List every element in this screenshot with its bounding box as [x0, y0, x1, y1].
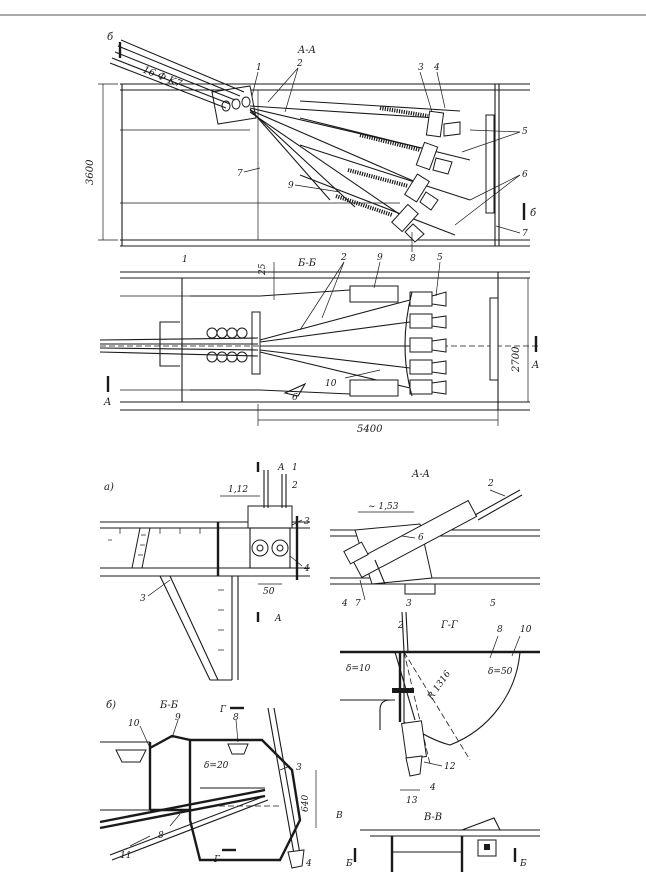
fig-vv-title: В-В [423, 812, 442, 823]
fig-a-section-mark-bottom: A [274, 614, 282, 624]
fig-b-delta: δ=20 [204, 761, 229, 771]
dim-height: 3600 [85, 159, 96, 185]
fig-b-section-mark-v: В [335, 811, 343, 821]
plan-section-mark-left: A [103, 397, 111, 408]
fig-b-section-mark-g-top: Г [219, 705, 227, 715]
callout-5: 5 [522, 127, 528, 137]
callout-8: 8 [410, 254, 416, 264]
fig-a-section-callout-4: 4 [341, 599, 348, 609]
elevation-title: A-A [297, 45, 316, 56]
fig-gg-callout-8: 8 [497, 625, 503, 635]
plan-title: Б-Б [297, 258, 317, 269]
fig-a-callout-2: 2 [291, 481, 298, 491]
fig-vv-mark-right: Б [519, 859, 527, 869]
jack-units [391, 110, 461, 243]
plan-view [99, 261, 540, 426]
fig-b-dim: 640 [301, 795, 311, 812]
fig-a-view [100, 462, 310, 681]
fig-a-callout-1: 1 [292, 463, 298, 473]
fig-b-callout-8: 8 [233, 713, 239, 723]
callout-1: 1 [256, 63, 262, 73]
fig-a-callout-4: 4 [303, 564, 310, 574]
fig-gg-delta-left: δ=10 [346, 664, 371, 674]
fig-a-dim-bottom: 50 [263, 587, 275, 597]
fig-gg-callout-4: 4 [429, 783, 436, 793]
anchor-head [206, 327, 248, 363]
fig-b-callout-9: 9 [175, 713, 181, 723]
fig-a-section-callout-5: 5 [490, 599, 496, 609]
fig-a-section-callout-3: 3 [406, 599, 412, 609]
fig-a-section-dim: ~ 1,53 [368, 502, 399, 512]
plan-callout-2: 2 [340, 253, 347, 263]
callout-7b: 7 [522, 229, 528, 239]
fig-gg-delta-right: δ=50 [488, 667, 513, 677]
plan-callout-9: 9 [377, 253, 383, 263]
top-bottom-number: 1 [182, 255, 188, 265]
fig-vv-view [353, 817, 540, 872]
fig-gg-callout-10: 10 [520, 625, 532, 635]
fig-gg-view [340, 611, 540, 791]
fig-b-callout-8b: 8 [158, 831, 164, 841]
plan-dim-small: 25 [258, 263, 268, 276]
plan-callout-5: 5 [437, 253, 443, 263]
fig-b-callout-3: 3 [296, 763, 302, 773]
fig-gg-title: Г-Г [440, 620, 458, 631]
fig-a-section-callout-7: 7 [355, 599, 361, 609]
section-mark-b-right: б [530, 208, 537, 219]
fig-gg-radius: R 1316 [426, 669, 454, 702]
fig-a-section-callout-2: 2 [487, 479, 494, 489]
fig-b-callout-11: 11 [120, 851, 131, 861]
fig-a-letter: а) [104, 482, 114, 493]
plan-callout-10: 10 [325, 379, 337, 389]
fig-a-section-title: A-A [411, 469, 430, 480]
callout-7a: 7 [237, 169, 243, 179]
fig-b-letter: б) [106, 700, 116, 711]
plan-dim-width: 2700 [511, 346, 522, 373]
callout-4: 4 [433, 63, 440, 73]
plan-callout-6: 6 [292, 393, 298, 403]
fig-b-callout-10: 10 [128, 719, 140, 729]
fig-a-section-view [330, 489, 540, 601]
section-mark-b-top: б [107, 32, 114, 43]
callout-9: 9 [288, 181, 294, 191]
fig-a-section-callout-6: 6 [418, 533, 424, 543]
fig-b-title: Б-Б [159, 700, 179, 711]
elevation-view [98, 39, 530, 252]
fig-a-callout-3b: 3 [140, 594, 146, 604]
plan-section-mark-right: A [531, 360, 539, 371]
fig-b-section-mark-g-bottom: Г [213, 855, 221, 865]
fig-gg-callout-2: 2 [397, 621, 404, 631]
callout-6: 6 [522, 170, 528, 180]
fig-vv-mark-left: Б [345, 859, 353, 869]
fig-a-section-mark-top: A [277, 463, 285, 473]
fig-a-callout-3: 3 [304, 517, 310, 527]
callout-3: 3 [418, 63, 424, 73]
fig-gg-dim-bottom: 13 [406, 796, 418, 806]
plan-dim-length: 5400 [357, 424, 383, 435]
fig-b-callout-4: 4 [305, 859, 312, 869]
callout-2: 2 [296, 59, 303, 69]
fig-gg-callout-12: 12 [444, 762, 456, 772]
plan-jacks [409, 291, 447, 395]
fig-b-view [99, 706, 317, 869]
fig-a-dim-top: 1,12 [228, 485, 248, 495]
